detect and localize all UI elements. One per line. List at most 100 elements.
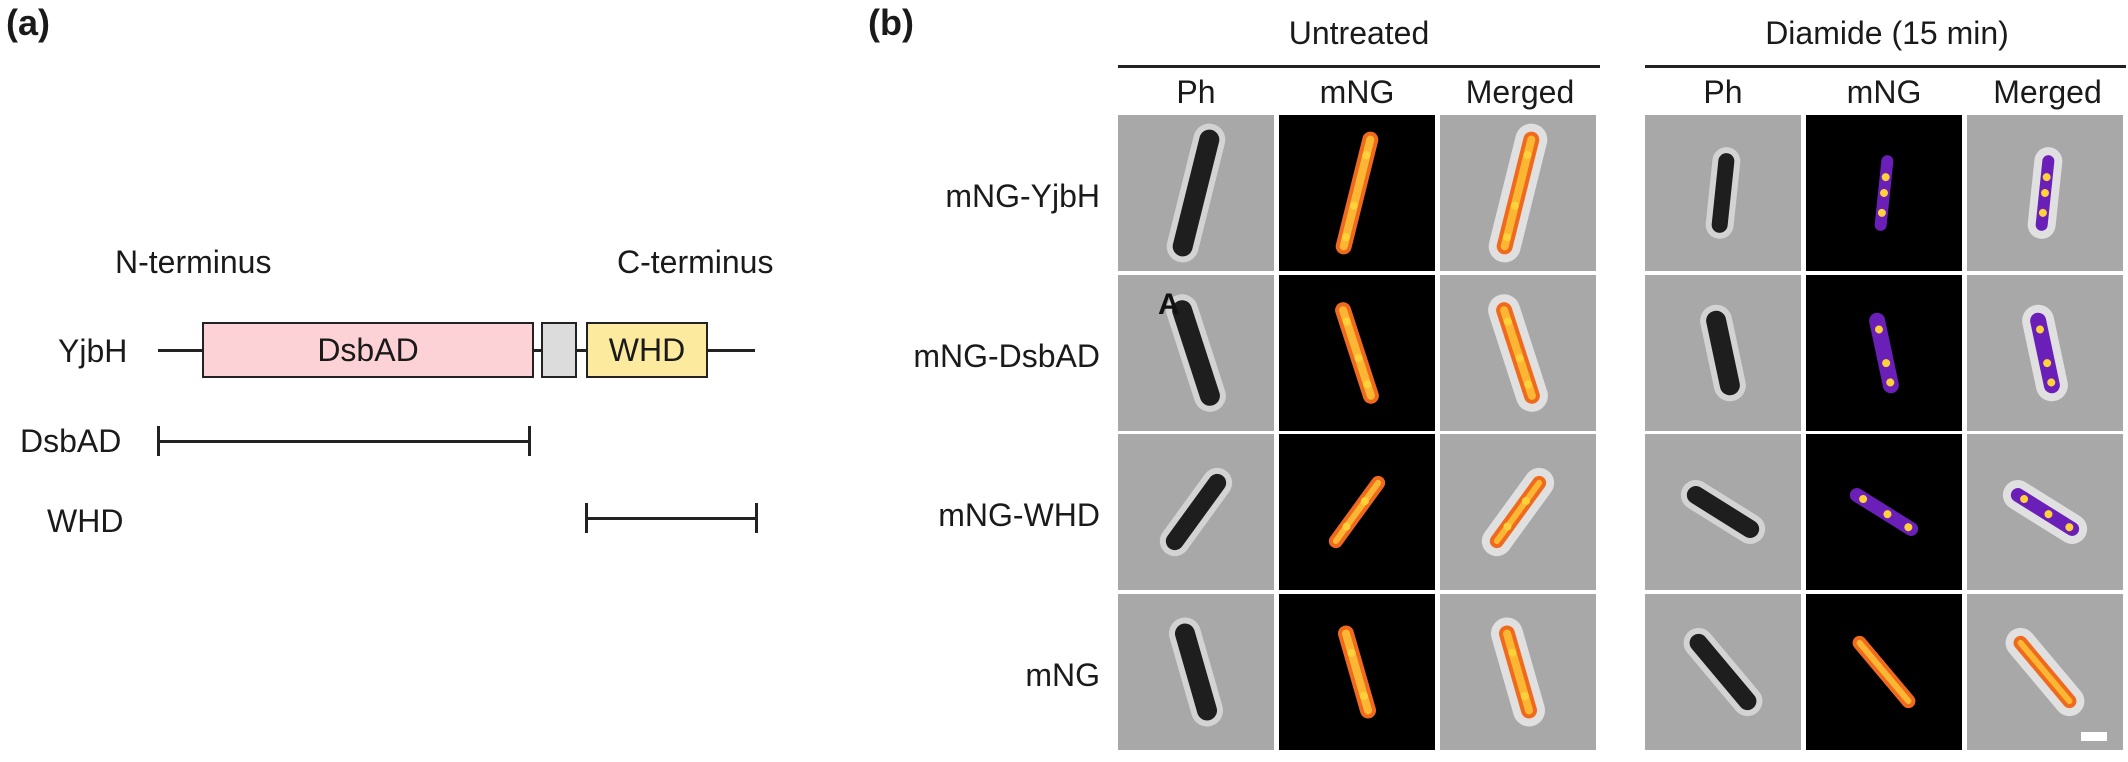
fluorescent-focus xyxy=(1904,523,1913,532)
image-tile-mng-merged-untreated xyxy=(1440,594,1596,750)
fluorescent-focus xyxy=(2038,208,2047,217)
col-header-mng-untreated: mNG xyxy=(1319,74,1395,110)
whd-domain-label: WHD xyxy=(608,331,686,368)
fluorescent-focus xyxy=(1342,317,1351,326)
construct-whd-line xyxy=(586,517,758,520)
col-header-ph-diamide: Ph xyxy=(1703,74,1743,110)
fluorescent-focus xyxy=(1354,354,1363,363)
col-header-mng-diamide: mNG xyxy=(1846,74,1922,110)
bacterial-cell xyxy=(1172,300,1220,406)
image-tile-yjbh-mng-diamide xyxy=(1806,115,1962,271)
group-diamide-rule xyxy=(1645,65,2126,68)
bacterial-cell xyxy=(1172,129,1220,257)
image-tile-yjbh-merged-untreated xyxy=(1440,115,1596,271)
image-tile-mng-mng-diamide xyxy=(1806,594,1962,750)
construct-whd-label: WHD xyxy=(47,503,124,539)
bacterial-cell xyxy=(1165,473,1227,551)
fluorescent-focus xyxy=(1363,380,1372,389)
fluorescent-focus xyxy=(1881,173,1890,182)
row-label-whd: mNG-WHD xyxy=(938,497,1100,533)
fluorescent-focus xyxy=(2041,189,2049,197)
panel-b-label: (b) xyxy=(868,2,914,43)
fluorescent-focus xyxy=(1503,317,1512,326)
fluorescent-focus xyxy=(1342,522,1351,531)
image-tile-dsbad-merged-untreated xyxy=(1440,275,1596,431)
linker-domain-box xyxy=(541,322,577,378)
fluorescent-focus xyxy=(1880,189,1888,197)
scale-bar xyxy=(2081,732,2107,741)
fluorescent-focus xyxy=(2065,523,2074,532)
panel-a-label: (a) xyxy=(6,2,50,43)
construct-dsbad-line xyxy=(158,440,531,443)
fluorescent-cell xyxy=(1869,312,1899,394)
fluorescent-core xyxy=(1856,639,1912,705)
fluorescent-core xyxy=(1500,306,1536,400)
fluorescent-focus xyxy=(1349,201,1358,210)
image-tile-mng-mng-untreated xyxy=(1279,594,1435,750)
image-tile-dsbad-ph-diamide xyxy=(1645,275,1801,431)
bacterial-cell xyxy=(1686,486,1760,538)
construct-whd-tick-right xyxy=(755,503,758,533)
fluorescent-focus xyxy=(1503,522,1512,531)
bacterial-cell xyxy=(1689,633,1757,711)
image-tile-yjbh-merged-diamide xyxy=(1967,115,2123,271)
fluorescent-focus xyxy=(1515,354,1524,363)
image-tile-dsbad-ph-untreated xyxy=(1118,275,1274,431)
image-tile-whd-ph-untreated xyxy=(1118,434,1274,590)
fluorescent-focus xyxy=(2047,378,2056,387)
fluorescent-focus xyxy=(1521,497,1530,506)
image-tile-whd-mng-untreated xyxy=(1279,434,1435,590)
group-diamide-title: Diamide (15 min) xyxy=(1765,15,2009,51)
row-label-dsbad: mNG-DsbAD xyxy=(913,338,1100,374)
dsbad-domain-box: DsbAD xyxy=(202,322,534,378)
fluorescent-core xyxy=(2017,639,2073,705)
dsbad-domain-label: DsbAD xyxy=(317,331,419,368)
fluorescent-focus xyxy=(1883,510,1892,519)
n-terminus-label: N-terminus xyxy=(115,244,272,280)
fluorescent-focus xyxy=(1508,648,1517,657)
fluorescent-cell xyxy=(2030,312,2060,394)
group-untreated-title: Untreated xyxy=(1288,15,1430,51)
fluorescent-focus xyxy=(1886,378,1895,387)
image-tile-whd-merged-diamide xyxy=(1967,434,2123,590)
fluorescent-core xyxy=(1500,135,1536,251)
image-tile-yjbh-ph-untreated xyxy=(1118,115,1274,271)
c-terminus-label: C-terminus xyxy=(617,244,774,280)
image-tile-whd-ph-diamide xyxy=(1645,434,1801,590)
row-label-yjbh: mNG-YjbH xyxy=(945,178,1100,214)
image-tile-yjbh-mng-untreated xyxy=(1279,115,1435,271)
col-header-ph-untreated: Ph xyxy=(1176,74,1216,110)
image-tile-dsbad-mng-diamide xyxy=(1806,275,1962,431)
image-tile-mng-ph-diamide xyxy=(1645,594,1801,750)
fluorescent-focus xyxy=(1520,692,1529,701)
fluorescent-focus xyxy=(1341,233,1350,242)
protein-name-label: YjbH xyxy=(58,333,128,369)
construct-whd-tick-left xyxy=(585,503,588,533)
fluorescent-focus xyxy=(1524,380,1533,389)
fluorescent-focus xyxy=(1859,494,1868,503)
image-tile-mng-merged-diamide xyxy=(1967,594,2123,750)
bacterial-cell xyxy=(1706,310,1740,396)
annotation-a: A xyxy=(1158,288,1180,321)
fluorescent-focus xyxy=(2043,359,2052,368)
fluorescent-core xyxy=(1339,135,1375,251)
fluorescent-focus xyxy=(1523,151,1532,160)
fluorescent-focus xyxy=(2042,173,2051,182)
image-tile-whd-mng-diamide xyxy=(1806,434,1962,590)
image-tile-whd-merged-untreated xyxy=(1440,434,1596,590)
col-header-merged-untreated: Merged xyxy=(1465,74,1575,110)
fluorescent-focus xyxy=(2020,494,2029,503)
fluorescent-focus xyxy=(1359,692,1368,701)
col-header-merged-diamide: Merged xyxy=(1993,74,2102,110)
bacterial-cell xyxy=(1174,623,1218,721)
image-tile-yjbh-ph-diamide xyxy=(1645,115,1801,271)
fluorescent-core xyxy=(1339,306,1375,400)
fluorescent-focus xyxy=(1360,497,1369,506)
bacterial-cell xyxy=(1711,153,1735,233)
fluorescent-focus xyxy=(1877,208,1886,217)
image-tile-mng-ph-untreated xyxy=(1118,594,1274,750)
fluorescent-focus xyxy=(1347,648,1356,657)
construct-dsbad-label: DsbAD xyxy=(20,423,122,459)
group-untreated-rule xyxy=(1118,65,1600,68)
whd-domain-box: WHD xyxy=(586,322,708,378)
